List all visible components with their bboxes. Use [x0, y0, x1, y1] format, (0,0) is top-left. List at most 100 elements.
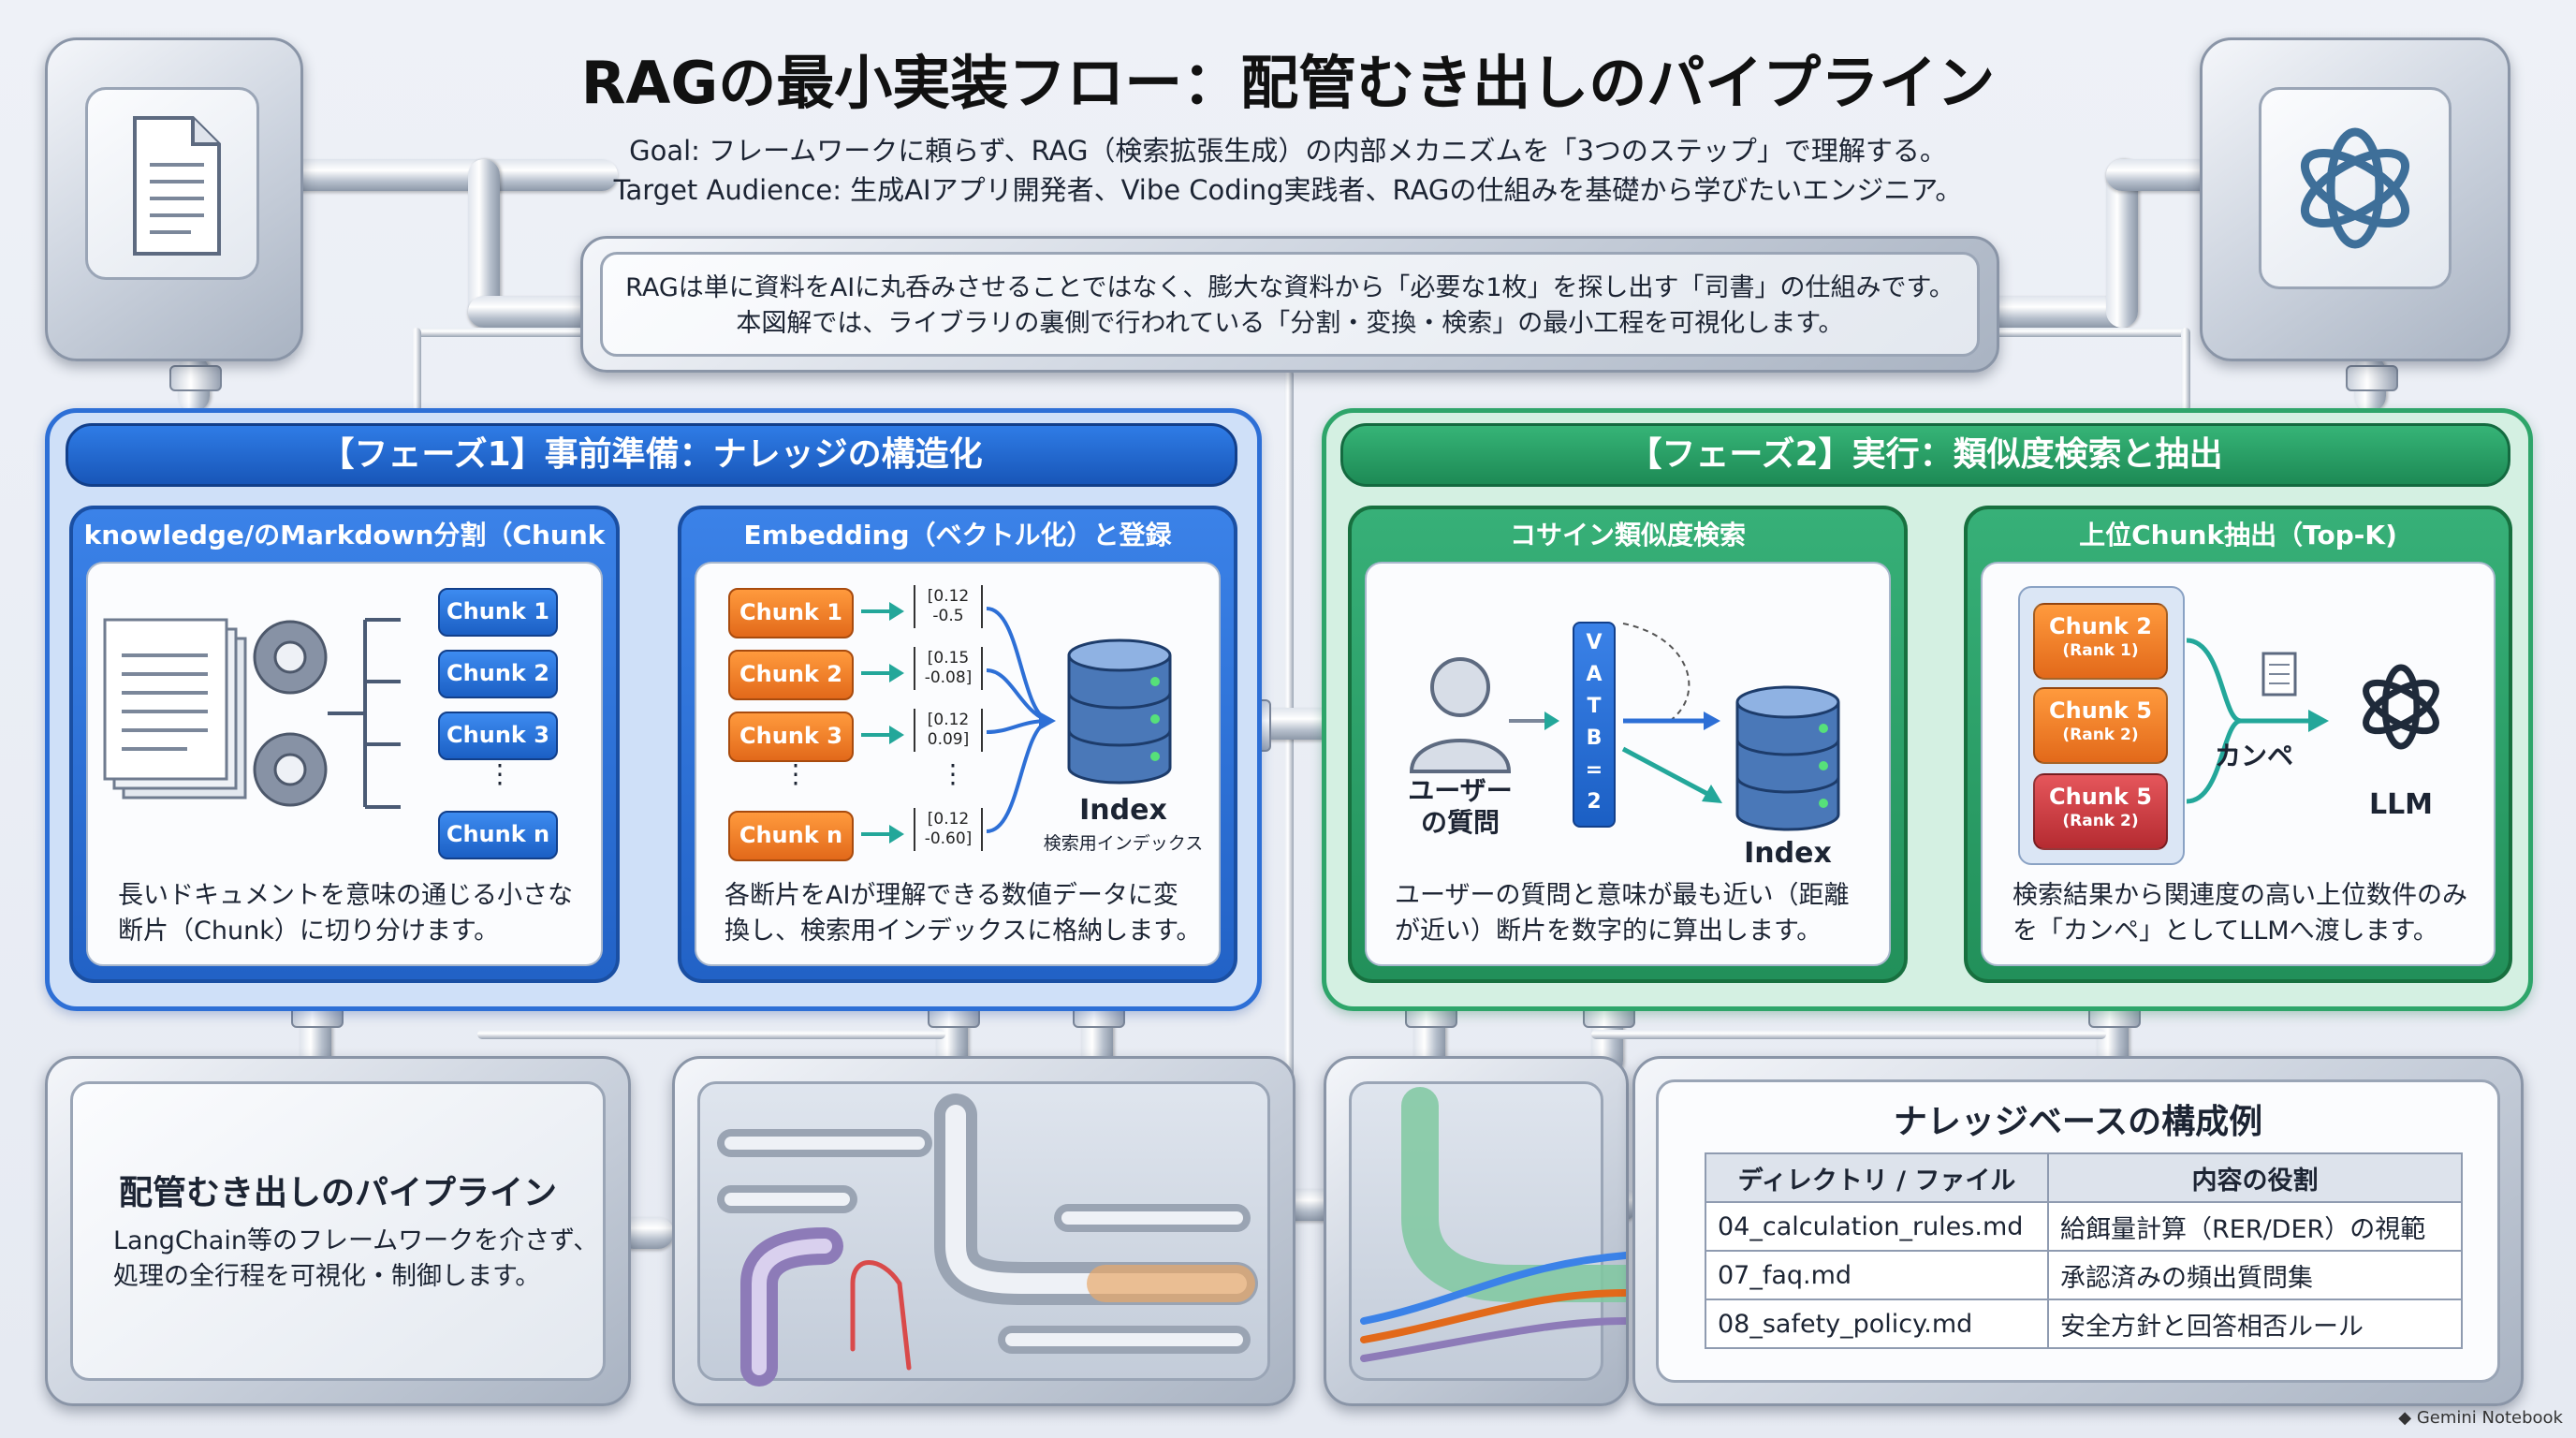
rank-item-1: Chunk 2 (Rank 1) [2033, 603, 2168, 680]
embed-chunk-1: Chunk 1 [728, 588, 854, 638]
table-row: 04_calculation_rules.md 給餌量計算（RER/DER）の視… [1705, 1201, 2463, 1252]
split-desc-2: 断片（Chunk）に切り分けます。 [118, 917, 500, 946]
flange [169, 365, 222, 391]
table-header: 内容の役割 [2047, 1152, 2463, 1203]
embed-desc-2: 換し、検索用インデックスに格納します。 [724, 917, 1202, 946]
rank-item-rank: (Rank 1) [2062, 641, 2139, 660]
intro-inner [600, 252, 1980, 357]
phase2-banner: 【フェーズ2】実行：類似度検索と抽出 [1340, 423, 2510, 487]
index-sublabel: 検索用インデックス [1043, 833, 1204, 854]
similarity-arrows [1621, 623, 1722, 803]
chunk-1: Chunk 1 [438, 588, 558, 637]
rank-item-rank: (Rank 2) [2062, 812, 2139, 830]
cosine-desc-2: が近い）断片を数字的に算出します。 [1395, 917, 1822, 946]
split-desc-1: 長いドキュメントを意味の通じる小さな [118, 881, 573, 910]
table-cell: 04_calculation_rules.md [1705, 1201, 2049, 1252]
footer-credit-text: Gemini Notebook [2416, 1408, 2563, 1428]
merge-arrows [986, 607, 1056, 833]
embed-chunk-ellipsis: ⋮ [783, 758, 809, 789]
color-pipe-illustration [1360, 1087, 1626, 1362]
vector-value: -0.08] [924, 668, 973, 687]
user-label-line: の質問 [1420, 807, 1500, 838]
pipeline-caption-inner [70, 1081, 606, 1381]
vector-value: -0.5 [932, 607, 964, 625]
table-cell: 08_safety_policy.md [1705, 1299, 2049, 1349]
table-cell: 承認済みの頻出質問集 [2047, 1250, 2463, 1300]
query-vector-char: A [1586, 663, 1603, 686]
embed-panel-title: Embedding（ベクトル化）と登録 [743, 520, 1172, 550]
vector-ellipsis: ⋮ [940, 758, 966, 789]
pipe-view-box [672, 1056, 1295, 1406]
llm-logo-icon [2300, 127, 2410, 249]
intro-line-1: RAGは単に資料をAIに丸呑みさせることではなく、膨大な資料から「必要な1枚」を… [625, 273, 1954, 302]
arrow-right-icon [861, 602, 904, 621]
footer-credit: ◆ Gemini Notebook [2398, 1408, 2563, 1428]
flange [2346, 365, 2398, 391]
table-cell: 安全方針と回答相否ルール [2047, 1299, 2463, 1349]
intro-line-2: 本図解では、ライブラリの裏側で行われている「分割・変換・検索」の最小工程を可視化… [736, 309, 1844, 338]
kanpe-label: カンペ [2215, 741, 2294, 771]
embed-desc-1: 各断片をAIが理解できる数値データに変 [724, 881, 1178, 910]
vector-1: [0.12-0.5 [914, 585, 983, 628]
pipeline-title: 配管むき出しのパイプライン [118, 1174, 557, 1212]
query-vector-char: T [1587, 695, 1602, 718]
query-vector: V A T B = 2 [1573, 622, 1616, 828]
user-icon [1409, 657, 1512, 773]
rank-item-name: Chunk 2 [2049, 613, 2152, 639]
pipe-network-illustration [717, 1093, 1258, 1387]
page-title: RAGの最小実装フロー：配管むき出しのパイプライン [580, 49, 1996, 117]
rank-item-2: Chunk 5 (Rank 2) [2033, 687, 2168, 764]
embed-chunk-n: Chunk n [728, 811, 854, 861]
rank-item-name: Chunk 5 [2049, 784, 2152, 810]
arrow-right-icon [861, 825, 904, 844]
llm-icon [2363, 664, 2439, 750]
table-header: ディレクトリ / ファイル [1705, 1152, 2049, 1203]
vector-value: [0.12 [927, 711, 970, 729]
document-frame [85, 87, 259, 280]
cosine-panel-title: コサイン類似度検索 [1509, 520, 1746, 550]
vector-2: [0.15-0.08] [914, 647, 983, 690]
rank-item-name: Chunk 5 [2049, 697, 2152, 724]
kb-box: ナレッジベースの構成例 ディレクトリ / ファイル 内容の役割 04_calcu… [1632, 1056, 2524, 1406]
embed-chunk-2: Chunk 2 [728, 650, 854, 700]
kanpe-arrows [2186, 638, 2329, 804]
query-vector-char: B [1586, 726, 1603, 750]
pipeline-desc-1: LangChain等のフレームワークを介さず、 [113, 1226, 599, 1255]
table-cell: 給餌量計算（RER/DER）の視範 [2047, 1201, 2463, 1252]
pipeline-caption-box: 配管むき出しのパイプライン LangChain等のフレームワークを介さず、 処理… [45, 1056, 631, 1406]
chunk-3: Chunk 3 [438, 712, 558, 760]
intro-box: RAGは単に資料をAIに丸呑みさせることではなく、膨大な資料から「必要な1枚」を… [580, 236, 1999, 373]
document-source-box [45, 37, 303, 361]
index-label: Index [1079, 794, 1167, 827]
pipe [412, 328, 421, 412]
topk-panel-title: 上位Chunk抽出（Top-K) [2079, 520, 2397, 550]
arrow-right-icon [861, 664, 904, 682]
pipe [477, 1030, 945, 1039]
chunk-n: Chunk n [438, 811, 558, 859]
topk-desc-1: 検索結果から関連度の高い上位数件のみ [2012, 881, 2467, 910]
table-header-row: ディレクトリ / ファイル 内容の役割 [1705, 1152, 2463, 1203]
kb-title: ナレッジベースの構成例 [1893, 1103, 2263, 1141]
user-question-label: ユーザー の質問 [1385, 775, 1535, 839]
cosine-desc-1: ユーザーの質問と意味が最も近い（距離 [1395, 881, 1850, 910]
split-illustration [103, 618, 401, 809]
cosine-index-database-icon [1735, 685, 1840, 831]
query-vector-char: = [1585, 758, 1603, 782]
rank-item-3: Chunk 5 (Rank 2) [2033, 773, 2168, 850]
llm-source-box [2200, 37, 2510, 361]
cosine-index-label: Index [1744, 837, 1832, 870]
vector-value: [0.12 [927, 810, 970, 829]
document-icon [133, 116, 221, 256]
vector-value: 0.09] [927, 730, 970, 749]
pipe [281, 159, 618, 191]
arrow-right-icon [861, 726, 904, 744]
pipe [2181, 328, 2190, 412]
goal-text: Goal: フレームワークに頼らず、RAG（検索拡張生成）の内部メカニズムを「3… [629, 135, 1947, 167]
topk-desc-2: を「カンペ」としてLLMへ渡します。 [2012, 917, 2438, 946]
query-vector-char: 2 [1587, 790, 1602, 814]
vector-n: [0.12-0.60] [914, 808, 983, 851]
rank-item-rank: (Rank 2) [2062, 726, 2139, 744]
table-row: 07_faq.md 承認済みの頻出質問集 [1705, 1250, 2463, 1300]
embed-chunk-3: Chunk 3 [728, 712, 854, 762]
